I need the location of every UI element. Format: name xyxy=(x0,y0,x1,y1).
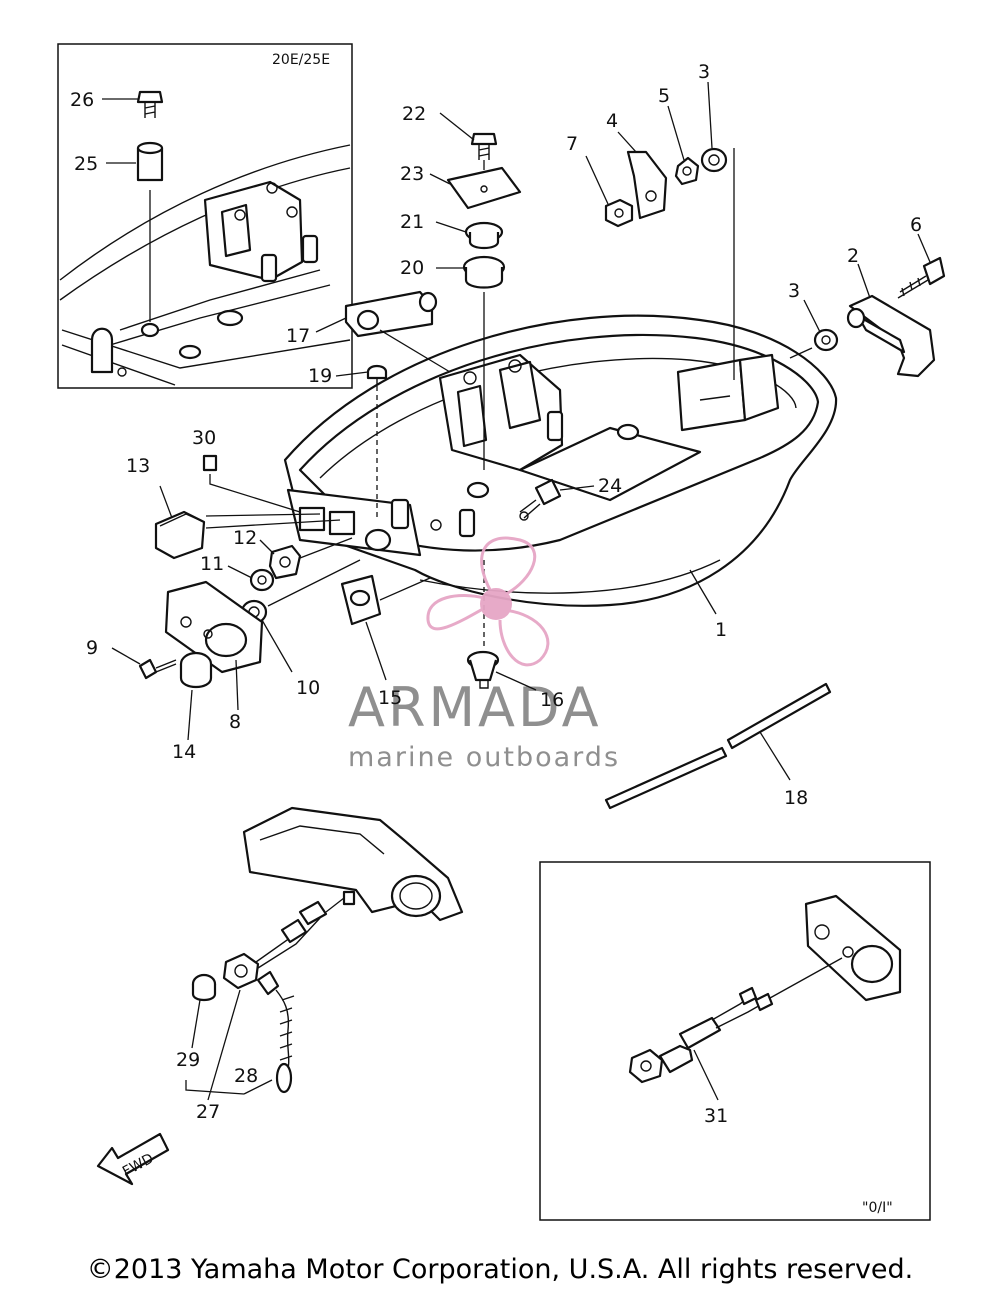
part-26-bolt xyxy=(136,90,164,118)
part-11-washer xyxy=(249,568,275,592)
label-8: 8 xyxy=(229,711,241,733)
label-5: 5 xyxy=(658,85,670,107)
part-22-bolt xyxy=(470,132,498,160)
label-23: 23 xyxy=(400,163,424,185)
part-17-bracket xyxy=(344,290,438,338)
part-7-nut xyxy=(604,198,634,228)
label-29: 29 xyxy=(176,1049,200,1071)
label-31: 31 xyxy=(704,1105,728,1127)
part-23-plate xyxy=(446,166,522,210)
label-10: 10 xyxy=(296,677,320,699)
inset-0i-plate xyxy=(804,894,902,1002)
leader-18 xyxy=(759,731,791,781)
label-28: 28 xyxy=(234,1065,258,1087)
part-15-grommet xyxy=(340,574,382,626)
axis-12 xyxy=(299,537,353,559)
part-16-damper xyxy=(466,650,500,689)
label-12: 12 xyxy=(233,527,257,549)
label-13: 13 xyxy=(126,455,150,477)
label-7: 7 xyxy=(566,133,578,155)
label-14: 14 xyxy=(172,741,196,763)
part-1-bottom-cowling xyxy=(283,314,838,607)
label-3a: 3 xyxy=(698,61,710,83)
label-11: 11 xyxy=(200,553,224,575)
inset-frame xyxy=(57,43,353,389)
label-26: 26 xyxy=(70,89,94,111)
label-17: 17 xyxy=(286,325,310,347)
label-25: 25 xyxy=(74,153,98,175)
armada-watermark: ARMADA marine outboards xyxy=(348,536,620,773)
leader-29 xyxy=(191,999,201,1049)
lower-bracket-casting xyxy=(242,806,464,922)
inset-0i-frame xyxy=(539,861,931,1221)
part-12-grommet xyxy=(268,544,302,580)
part-28-lanyard xyxy=(256,970,295,1094)
axis-15 xyxy=(379,577,431,601)
label-3b: 3 xyxy=(788,280,800,302)
part-20-grommet xyxy=(462,255,506,289)
axis-10 xyxy=(267,559,361,607)
label-30: 30 xyxy=(192,427,216,449)
part-14-plug xyxy=(179,651,213,689)
leader-lines xyxy=(111,81,931,741)
part-24-connector xyxy=(519,478,562,521)
part-29-cap xyxy=(191,973,217,1002)
part-2-bracket xyxy=(846,294,936,378)
inset-20e-25e: 20E/25E xyxy=(57,43,353,389)
label-18: 18 xyxy=(784,787,808,809)
inset-0i-axis xyxy=(769,957,843,999)
axis-2-3 xyxy=(789,347,813,359)
part-3a-nut xyxy=(700,147,728,173)
part-21-grommet xyxy=(464,221,504,250)
part-4-bracket xyxy=(626,150,668,220)
label-15: 15 xyxy=(378,687,402,709)
part-25-collar xyxy=(136,141,164,182)
part-6-bolt xyxy=(897,256,946,299)
part-27-switch xyxy=(222,900,328,990)
label-20: 20 xyxy=(400,257,424,279)
label-16: 16 xyxy=(540,689,564,711)
label-19: 19 xyxy=(308,365,332,387)
label-27: 27 xyxy=(196,1101,220,1123)
label-1: 1 xyxy=(715,619,727,641)
part-18-seal-strip xyxy=(604,682,832,810)
inset-0i-label: "0/I" xyxy=(862,1200,893,1216)
part-3b-nut xyxy=(813,328,839,352)
inset-cowling-detail xyxy=(59,144,351,386)
leader-27-28 xyxy=(185,989,273,1101)
part-13-plug xyxy=(154,510,206,560)
part-19-clip xyxy=(366,364,388,384)
leader-31 xyxy=(693,1049,719,1101)
label-24: 24 xyxy=(598,475,622,497)
copyright-notice: ©2013 Yamaha Motor Corporation, U.S.A. A… xyxy=(86,1254,914,1285)
part-30-label xyxy=(202,454,218,472)
part-5-washer xyxy=(674,156,700,186)
label-4: 4 xyxy=(606,110,618,132)
fwd-arrow-icon: FWD xyxy=(96,1132,170,1186)
watermark-title: ARMADA xyxy=(348,676,602,739)
label-22: 22 xyxy=(402,103,426,125)
part-8-plate xyxy=(164,580,264,674)
axis-13b xyxy=(205,519,341,529)
axis-17 xyxy=(379,329,451,373)
inset-0i: "0/I" xyxy=(539,861,931,1221)
watermark-subtitle: marine outboards xyxy=(348,742,620,773)
label-9: 9 xyxy=(86,637,98,659)
label-2: 2 xyxy=(847,245,859,267)
propeller-logo-icon xyxy=(426,536,550,667)
part-31-switch xyxy=(628,986,774,1084)
axis-27 xyxy=(325,897,345,913)
axis-13 xyxy=(205,513,321,517)
leader-30 xyxy=(209,474,301,513)
label-21: 21 xyxy=(400,211,424,233)
label-6: 6 xyxy=(910,214,922,236)
inset-model-label: 20E/25E xyxy=(272,52,330,68)
part-number-labels: 1 2 3 3 4 5 6 7 8 9 10 11 12 13 14 15 16… xyxy=(86,61,922,1127)
part-9-screw xyxy=(138,658,177,680)
